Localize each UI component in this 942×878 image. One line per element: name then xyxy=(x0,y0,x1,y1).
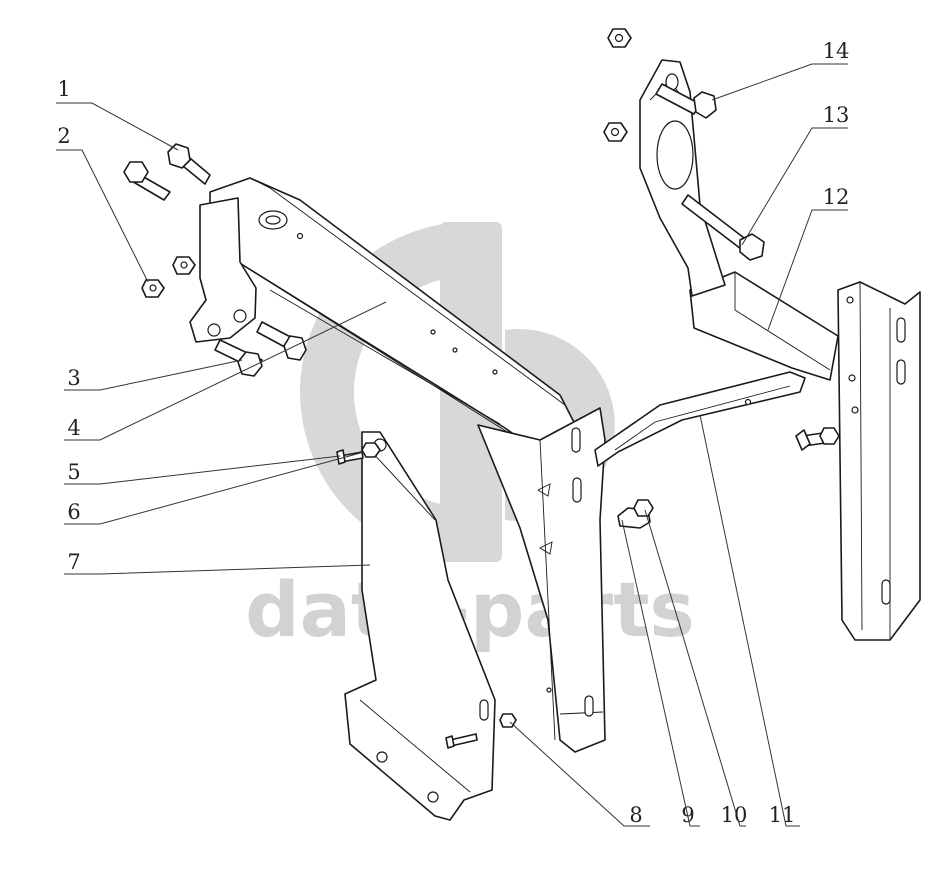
leader-lines xyxy=(56,63,848,827)
watermark: data-parts xyxy=(245,222,695,654)
bolt-panel-lower xyxy=(445,733,478,749)
leader-2 xyxy=(56,149,149,283)
nut-top-right-2 xyxy=(603,122,628,142)
callout-label-7: 7 xyxy=(67,550,80,574)
callout-label-12: 12 xyxy=(823,185,850,209)
callout-label-14: 14 xyxy=(823,39,850,63)
nuts xyxy=(141,28,840,728)
bolt-4 xyxy=(256,321,307,361)
bolt-14 xyxy=(655,83,717,119)
leader-9 xyxy=(621,519,700,827)
lifting-bracket xyxy=(639,59,726,297)
leader-8 xyxy=(509,721,650,827)
nut-top-right-1 xyxy=(607,28,632,48)
leader-4 xyxy=(64,301,387,441)
leader-14 xyxy=(711,63,848,101)
bolt-5 xyxy=(336,449,364,465)
callout-labels: 1 2 3 4 5 6 7 8 9 10 11 12 13 14 xyxy=(57,39,849,827)
callout-label-6: 6 xyxy=(67,500,80,524)
leader-10 xyxy=(644,509,746,827)
callout-label-9: 9 xyxy=(681,803,694,827)
cross-beam xyxy=(209,177,579,447)
nut-left-upper xyxy=(172,256,196,275)
callout-label-11: 11 xyxy=(769,803,796,827)
bolt-3 xyxy=(214,339,263,377)
parts-drawing xyxy=(123,28,921,821)
diagonal-strut xyxy=(594,371,806,467)
callout-label-10: 10 xyxy=(721,803,748,827)
leader-11 xyxy=(699,414,800,827)
bolt-2 xyxy=(123,161,171,201)
nut-2 xyxy=(141,279,165,298)
callout-label-8: 8 xyxy=(629,803,642,827)
callout-label-3: 3 xyxy=(67,366,80,390)
bolt-13 xyxy=(681,194,765,261)
right-upright xyxy=(837,281,921,641)
leader-5 xyxy=(64,455,341,485)
panel-plate xyxy=(344,431,496,821)
left-bracket xyxy=(189,197,257,343)
leader-1 xyxy=(56,102,179,151)
leader-12 xyxy=(767,209,848,331)
right-cross-frame xyxy=(689,271,839,381)
leader-13 xyxy=(741,127,848,246)
bolts xyxy=(123,83,833,749)
callout-label-4: 4 xyxy=(67,416,80,440)
leader-6 xyxy=(64,451,365,525)
callout-label-2: 2 xyxy=(57,124,70,148)
center-leg xyxy=(477,407,606,753)
callout-label-13: 13 xyxy=(823,103,850,127)
callout-label-1: 1 xyxy=(57,77,70,101)
leader-3 xyxy=(64,359,243,391)
callout-label-5: 5 xyxy=(67,460,80,484)
nut-right-lower xyxy=(819,427,840,445)
nut-10 xyxy=(633,499,654,517)
nut-6 xyxy=(361,442,381,458)
bolt-1 xyxy=(167,143,211,185)
leader-7 xyxy=(64,564,371,575)
